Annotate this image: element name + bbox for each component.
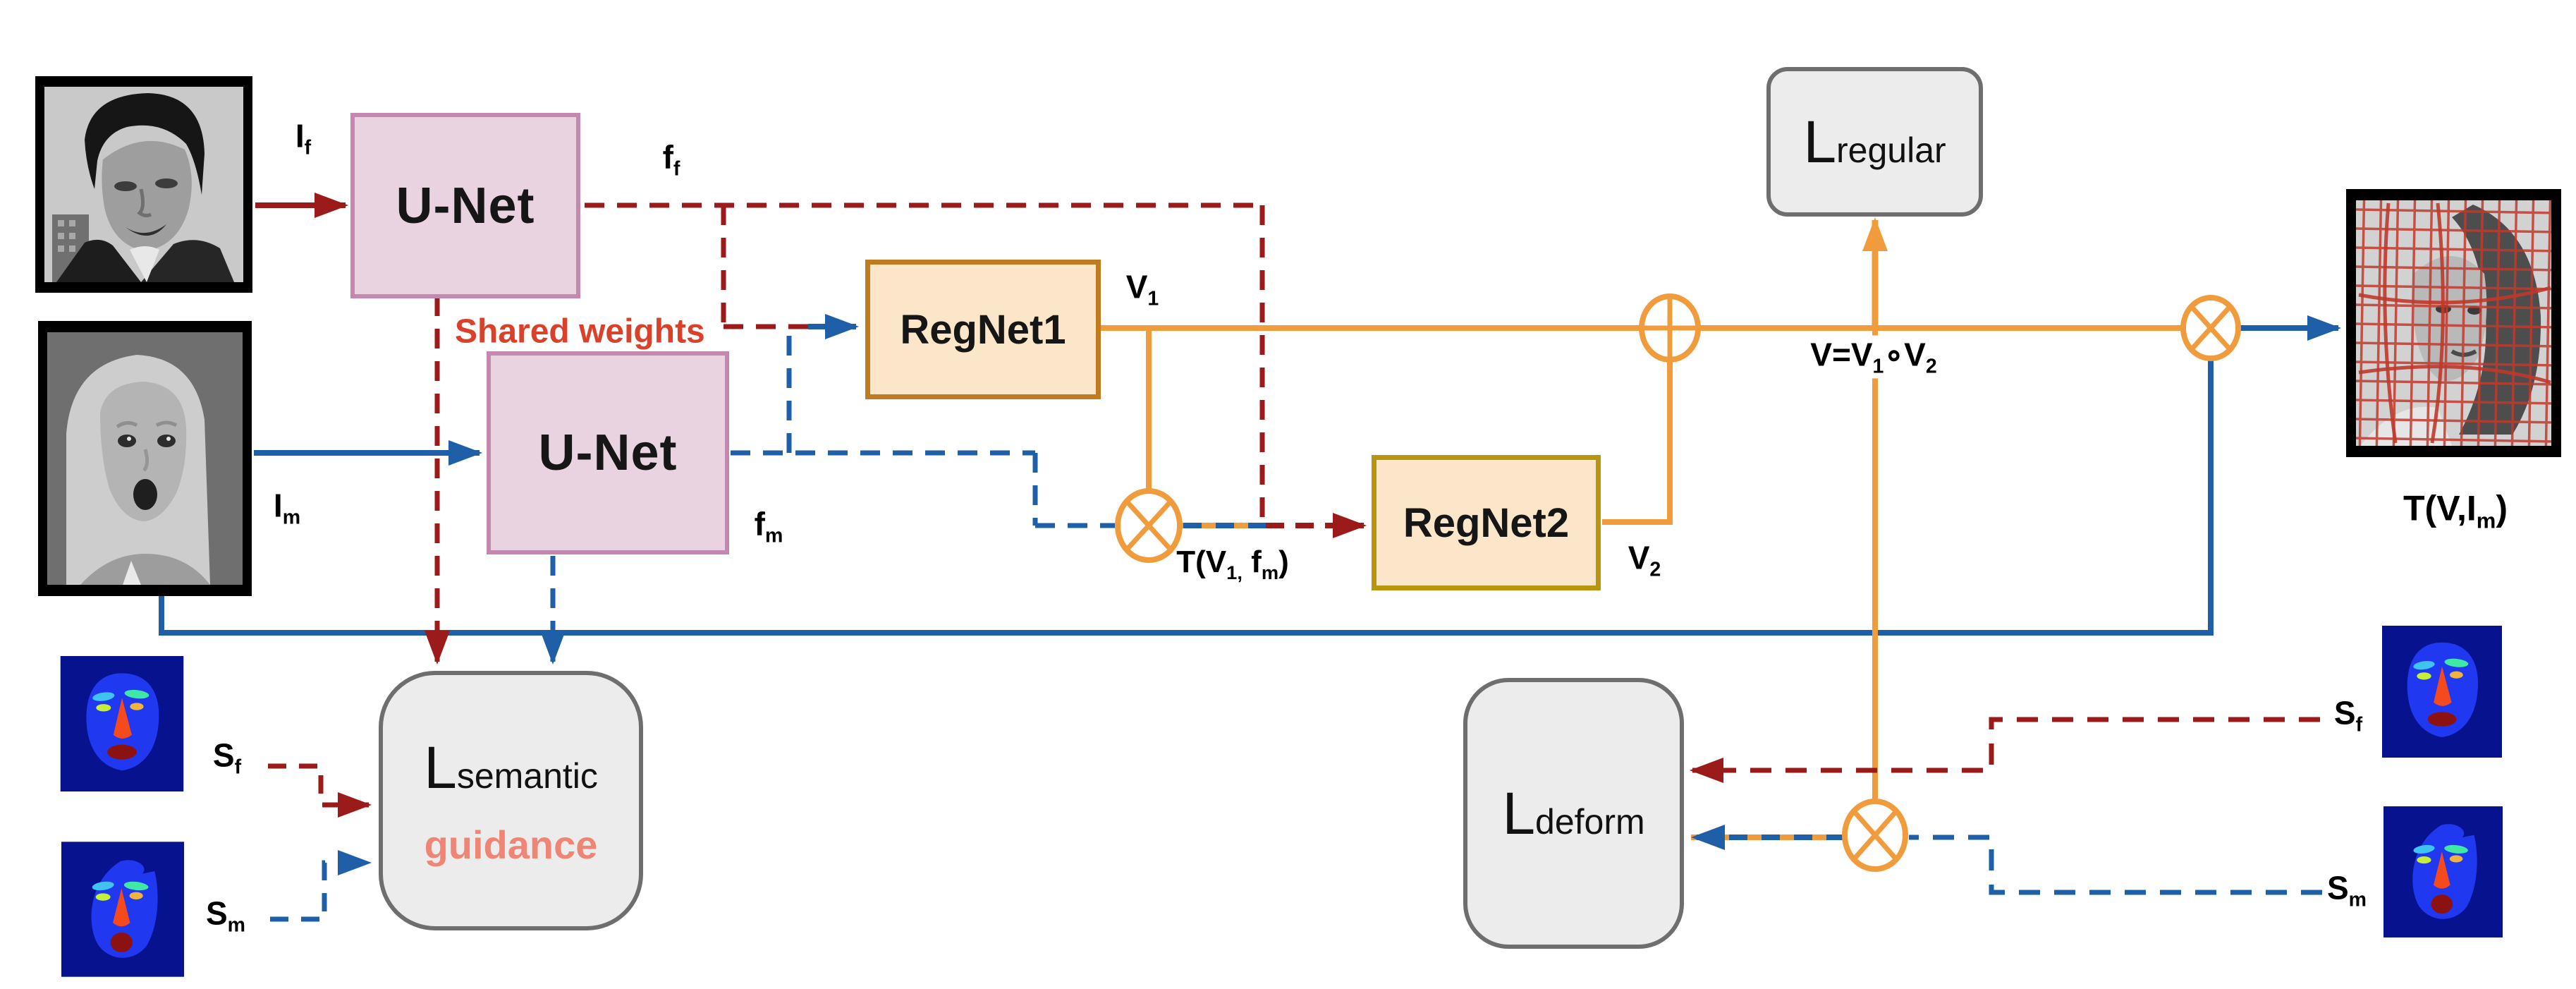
warped-image-label: T(V,Im) [2403, 488, 2508, 533]
moving-face-image [38, 321, 252, 596]
regnet1-box: RegNet1 [865, 260, 1101, 399]
fixed-image-label: If [295, 117, 312, 159]
semantic-loss-box: Lsemantic guidance [379, 671, 643, 930]
unet1-box: U-Net [350, 113, 580, 298]
field-main-line [1101, 217, 2184, 835]
deform-loss-label: Ldeform [1502, 779, 1645, 847]
moving-seg-label-left: Sm [205, 894, 246, 937]
regular-loss-box: Lregular [1766, 67, 1983, 217]
regnet1-label: RegNet1 [900, 306, 1066, 353]
semantic-loss-label: Lsemantic [424, 734, 598, 801]
unet2-box: U-Net [487, 351, 729, 554]
moving-image-bus [159, 356, 2214, 636]
warped-feature-label: T(V1, fm) [1176, 545, 1289, 583]
regnet2-label: RegNet2 [1403, 499, 1570, 546]
moving-seg-right-path [1909, 835, 2322, 895]
unet1-label: U-Net [396, 177, 535, 234]
moving-seg-label-right: Sm [2326, 869, 2367, 911]
warp-operator-1-icon [1115, 488, 1183, 563]
field2-label: V2 [1628, 539, 1661, 581]
regular-loss-label: Lregular [1803, 108, 1946, 175]
regnet2-box: RegNet2 [1372, 455, 1601, 590]
warped-result-image [2346, 189, 2561, 457]
warp-operator-2-icon [2180, 295, 2241, 361]
fixed-face-image [35, 76, 252, 293]
compose-operator-icon [1639, 293, 1701, 363]
fixed-seg-left-path [268, 763, 372, 818]
warp-operator-3-icon [1842, 799, 1908, 872]
fixed-seg-image-left [60, 656, 184, 791]
moving-image-label: Im [273, 487, 301, 529]
moving-feature-path [731, 314, 1115, 528]
field1-label: V1 [1125, 268, 1159, 310]
fixed-seg-right-path [1690, 717, 2320, 783]
unet2-label: U-Net [538, 425, 678, 481]
fixed-seg-label-left: Sf [212, 736, 242, 779]
moving-seg-image-right [2383, 799, 2503, 945]
fixed-seg-image-right [2382, 619, 2502, 765]
moving-feature-label: fm [754, 505, 783, 547]
moving-seg-left-path [270, 850, 372, 922]
field-compose-label: V=V1∘V2 [1802, 335, 1946, 379]
moving-seg-image-left [61, 839, 184, 979]
fixed-feature-label: ff [662, 138, 680, 181]
shared-weights-label: Shared weights [455, 313, 705, 351]
guidance-label: guidance [424, 823, 598, 867]
deform-loss-box: Ldeform [1463, 678, 1684, 949]
fixed-seg-label-right: Sf [2333, 694, 2363, 736]
